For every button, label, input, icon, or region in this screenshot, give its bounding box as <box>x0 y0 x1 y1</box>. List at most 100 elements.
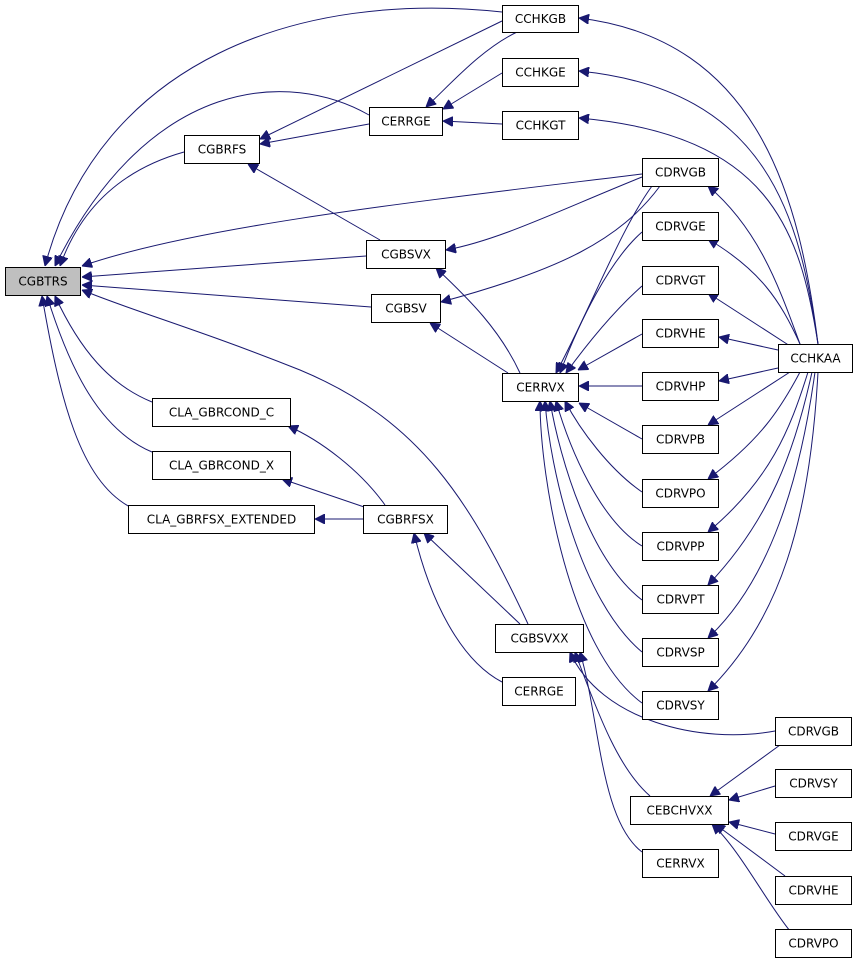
node-box <box>642 585 719 614</box>
edge-cchkaa-to-cdrvsy1 <box>708 371 819 691</box>
node-cgbsvxx[interactable]: CGBSVXX <box>495 624 584 653</box>
edge-line <box>708 293 791 347</box>
node-cdrvpo1[interactable]: CDRVPO <box>642 479 719 508</box>
node-label: CGBRFSX <box>377 513 434 527</box>
node-cerrvx2[interactable]: CERRVX <box>642 849 719 878</box>
node-box <box>642 372 719 401</box>
edge-line <box>82 290 529 625</box>
node-cdrvpt[interactable]: CDRVPT <box>642 585 719 614</box>
edge-cdrvhe1-to-cerrvx1 <box>578 333 643 370</box>
node-cchkgb[interactable]: CCHKGB <box>502 5 579 33</box>
node-cdrvgb1[interactable]: CDRVGB <box>642 158 719 187</box>
edge-cchkgt-to-cerrge1 <box>443 121 503 124</box>
edge-cerrvx1-to-cgbsv <box>430 323 509 374</box>
node-cdrvgb2[interactable]: CDRVGB <box>775 717 852 746</box>
node-cgbsvx[interactable]: CGBSVX <box>366 240 446 269</box>
node-label: CLA_GBRCOND_C <box>169 406 274 420</box>
node-label: CGBTRS <box>18 275 67 289</box>
edge-cerrvx2-to-cgbsvxx <box>580 652 643 853</box>
edge-cdrvhe2-to-cebchvxx <box>715 824 786 877</box>
edge-cchkaa-to-cdrvpb <box>708 371 791 425</box>
node-cdrvpb[interactable]: CDRVPB <box>642 425 719 454</box>
edge-line <box>82 285 372 308</box>
node-cdrvhe1[interactable]: CDRVHE <box>642 319 719 348</box>
node-label: CDRVGE <box>788 830 838 844</box>
edge-line <box>55 296 153 403</box>
edge-cdrvpt-to-cerrvx1 <box>550 401 643 601</box>
edge-line <box>570 652 776 736</box>
node-label: CCHKGT <box>516 119 567 133</box>
node-cdrvpp[interactable]: CDRVPP <box>642 532 719 561</box>
node-box <box>642 532 719 561</box>
node-label: CGBRFS <box>198 143 247 157</box>
node-box <box>775 717 852 746</box>
edge-line <box>579 18 819 345</box>
node-cdrvsy1[interactable]: CDRVSY <box>642 691 719 720</box>
node-label: CDRVSY <box>789 777 838 791</box>
edge-cgbrfsx-to-cla_gbrcond_c <box>288 426 386 506</box>
node-cla_gbrfsx_extended[interactable]: CLA_GBRFSX_EXTENDED <box>128 505 315 534</box>
node-cdrvhe2[interactable]: CDRVHE <box>775 876 852 905</box>
node-cdrvpo2[interactable]: CDRVPO <box>775 929 852 958</box>
edge-cchkaa-to-cdrvgb1 <box>708 186 801 345</box>
edge-line <box>719 367 779 381</box>
edge-line <box>443 121 503 124</box>
edge-cerrge2-to-cgbrfsx <box>414 533 503 683</box>
edge-line <box>556 185 653 373</box>
edge-cerrge1-to-cgbtrs <box>55 91 370 266</box>
edge-line <box>715 824 786 877</box>
edge-cchkge-to-cerrge1 <box>443 72 503 109</box>
edge-line <box>288 426 386 506</box>
edge-line <box>260 20 503 139</box>
edge-line <box>729 785 776 800</box>
node-cdrvge2[interactable]: CDRVGE <box>775 822 852 851</box>
node-cgbsv[interactable]: CGBSV <box>371 294 441 323</box>
node-label: CERRGE <box>514 685 564 699</box>
node-cerrvx1[interactable]: CERRVX <box>502 373 579 402</box>
node-box <box>371 294 441 323</box>
node-box <box>152 451 291 480</box>
node-cebchvxx[interactable]: CEBCHVXX <box>630 796 729 825</box>
node-cdrvhp[interactable]: CDRVHP <box>642 372 719 401</box>
edge-cchkaa-to-cchkgb <box>579 18 819 345</box>
node-cerrge2[interactable]: CERRGE <box>502 677 576 706</box>
node-cla_gbrcond_x[interactable]: CLA_GBRCOND_X <box>152 451 291 480</box>
edge-cdrvpo1-to-cerrvx1 <box>565 401 643 493</box>
node-cchkgt[interactable]: CCHKGT <box>502 111 579 140</box>
node-cgbrfs[interactable]: CGBRFS <box>184 135 260 164</box>
node-cchkge[interactable]: CCHKGE <box>502 58 579 87</box>
node-cdrvsy2[interactable]: CDRVSY <box>775 769 852 798</box>
node-cdrvsp[interactable]: CDRVSP <box>642 638 719 667</box>
edge-line <box>47 296 153 453</box>
edge-cdrvgb2-to-cgbsvxx <box>570 652 776 736</box>
node-cgbrfsx[interactable]: CGBRFSX <box>363 505 448 534</box>
edge-cgbsvx-to-cgbtrs <box>82 255 367 277</box>
node-box <box>502 677 576 706</box>
node-box <box>502 111 579 140</box>
node-cchkaa[interactable]: CCHKAA <box>778 344 853 373</box>
edge-cchkaa-to-cchkge <box>579 71 819 345</box>
edge-line <box>550 401 643 601</box>
node-label: CDRVGB <box>788 725 839 739</box>
edge-line <box>545 401 643 653</box>
edge-cgbsv-to-cgbtrs <box>82 285 372 308</box>
edge-cchkaa-to-cdrvpt <box>708 371 813 585</box>
node-cerrge1[interactable]: CERRGE <box>369 107 443 136</box>
node-cdrvgt[interactable]: CDRVGT <box>642 266 719 295</box>
edge-cchkaa-to-cdrvge1 <box>708 239 801 345</box>
edge-line <box>446 176 643 250</box>
edge-line <box>82 173 643 266</box>
edge-cdrvpp-to-cerrvx1 <box>556 401 643 547</box>
edge-cla_gbrcond_x-to-cgbtrs <box>47 296 153 453</box>
edge-line <box>578 333 643 370</box>
node-box <box>642 479 719 508</box>
edge-line <box>248 164 381 241</box>
edge-cgbrfs-to-cgbtrs <box>60 151 185 266</box>
edge-line <box>708 371 791 425</box>
node-cgbtrs[interactable]: CGBTRS <box>5 267 81 296</box>
node-cdrvge1[interactable]: CDRVGE <box>642 212 719 241</box>
node-cla_gbrcond_c[interactable]: CLA_GBRCOND_C <box>152 398 291 427</box>
node-label: CCHKAA <box>790 352 841 366</box>
node-label: CDRVPO <box>788 937 838 951</box>
